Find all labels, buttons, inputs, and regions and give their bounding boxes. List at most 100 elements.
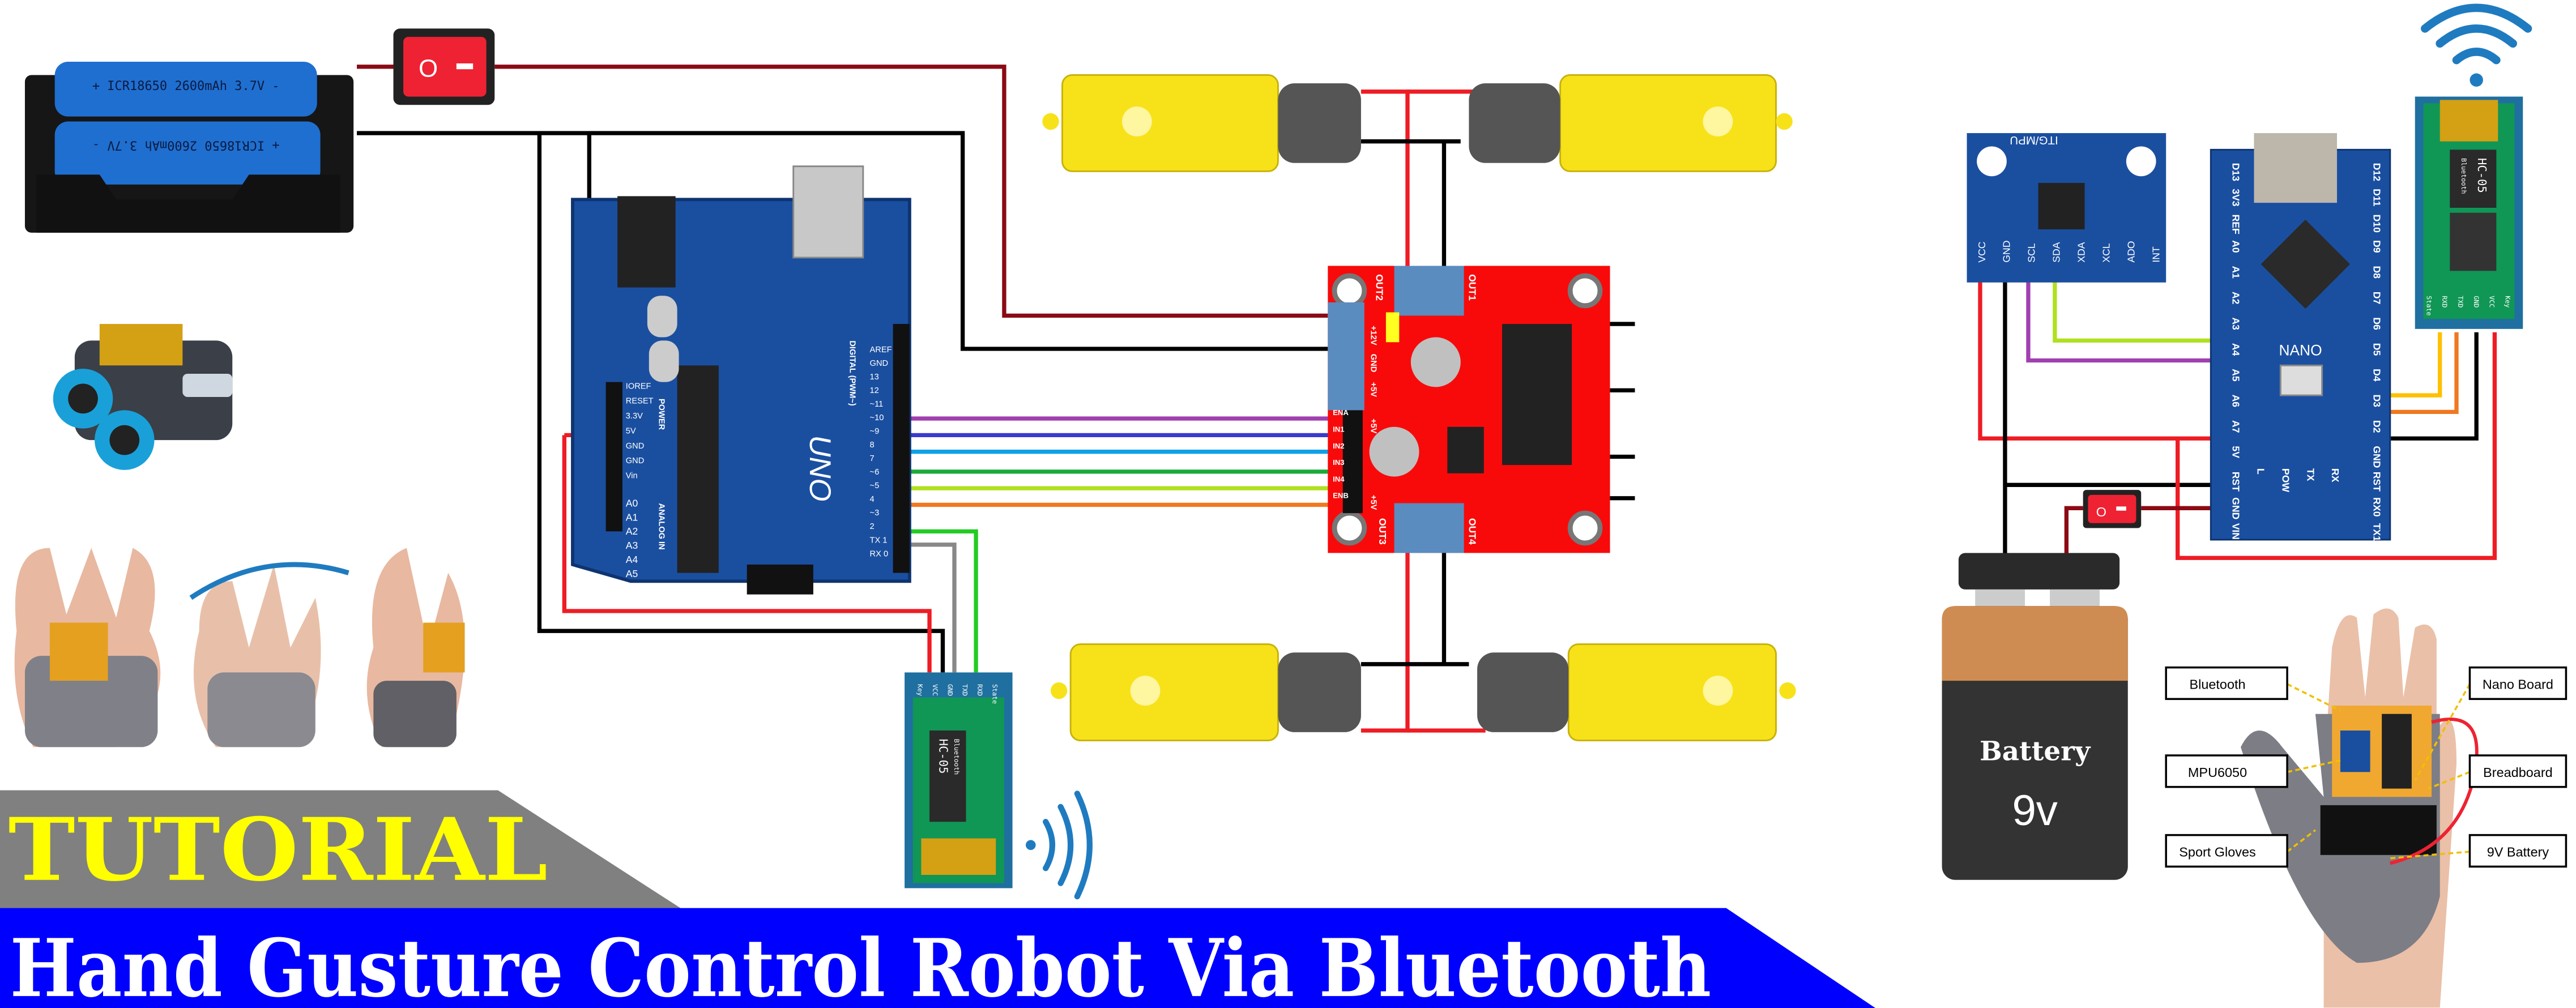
pin-label: A1 xyxy=(2230,266,2241,279)
pin-label: 2 xyxy=(870,522,875,531)
arduino-nano-board: NANO D133V3REFA0A1A2A3A4A5A6A75VRSTGNDVI… xyxy=(2210,133,2391,541)
pin-label: A5 xyxy=(2230,369,2241,382)
motor-top-right xyxy=(1469,74,1793,172)
pin-label: IOREF xyxy=(626,382,651,391)
pin-label: XCL xyxy=(2101,243,2112,262)
wire-tx-bt xyxy=(905,543,957,673)
hc05-left-sub: Bluetooth xyxy=(953,739,961,775)
hc05-right-sub: Bluetooth xyxy=(2460,158,2468,194)
pin-label: A2 xyxy=(2230,292,2241,305)
cell-bottom-label: + ICR18650 2600mAh 3.7V - xyxy=(92,138,280,152)
pin-label: VCC xyxy=(931,684,939,696)
pin-label: IN3 xyxy=(1333,458,1345,467)
glove-label-sport-gloves: Sport Gloves xyxy=(2165,834,2288,868)
glove-label-text: Nano Board xyxy=(2483,677,2553,692)
label-5v-c: +5V xyxy=(1369,495,1378,510)
wire-bt-gnd xyxy=(2365,332,2479,441)
pin-label: A3 xyxy=(2230,317,2241,330)
arduino-uno-board: UNO POWER ANALOG IN DIGITAL (PWM~) IOREF… xyxy=(571,165,911,595)
pin-label: A0 xyxy=(626,497,638,509)
uno-section-analog: ANALOG IN xyxy=(656,503,666,550)
nano-label: NANO xyxy=(2279,342,2322,359)
glove-label-9v-battery: 9V Battery xyxy=(2468,834,2568,868)
pin-label: TX xyxy=(2305,468,2316,481)
motor-top-left xyxy=(1042,74,1361,172)
label-out3: OUT3 xyxy=(1377,518,1388,545)
pin-label: A3 xyxy=(626,540,638,551)
glove-label-text: Breadboard xyxy=(2483,765,2553,780)
pin-label: ~10 xyxy=(870,413,884,422)
pin-label: Vin xyxy=(626,472,638,481)
label-gnd: GND xyxy=(1369,354,1378,373)
wire-gnd-uno xyxy=(537,133,945,673)
wire-battery-gnd xyxy=(357,131,1328,351)
pin-label: A5 xyxy=(626,568,638,579)
wifi-signal-icon xyxy=(2421,3,2532,87)
pin-label: SCL xyxy=(2026,243,2037,262)
pin-label: GND xyxy=(2472,296,2480,307)
pin-label: ~9 xyxy=(870,427,880,436)
label-5v: +5V xyxy=(1369,382,1378,398)
uno-label: UNO xyxy=(803,435,837,501)
tutorial-banner-bg xyxy=(0,790,681,908)
wire-bt-vcc xyxy=(2176,332,2497,560)
pin-label: A0 xyxy=(2230,240,2241,253)
motor-bottom-left xyxy=(1050,643,1361,742)
glove-label-text: 9V Battery xyxy=(2487,845,2549,860)
pin-label: GND xyxy=(870,359,889,368)
switch-right-off-symbol: O xyxy=(2096,505,2106,519)
pin-label: ~6 xyxy=(870,468,880,477)
page-title: Hand Gusture Control Robot Via Bluetooth xyxy=(10,922,1712,1008)
pin-label: ~11 xyxy=(870,400,884,409)
dc-jack xyxy=(617,196,676,288)
pin-label: VCC xyxy=(2488,296,2496,307)
pin-label: A2 xyxy=(626,526,638,537)
switch-right-on-symbol xyxy=(2116,506,2126,511)
title-banner-bg xyxy=(0,908,1875,1008)
pin-label: GND xyxy=(2371,446,2382,468)
pin-label: State xyxy=(991,684,999,704)
pin-label: TXD xyxy=(961,684,969,696)
pin-label: IN2 xyxy=(1333,442,1345,450)
l298n-motor-driver: OUT2 OUT1 +12V GND +5V +5V +5V OUT3 OUT4… xyxy=(1328,266,1610,553)
switch-off-symbol: O xyxy=(419,54,438,82)
pin-label: 4 xyxy=(870,495,875,504)
pin-label: State xyxy=(2425,296,2433,315)
pin-label: A4 xyxy=(626,554,638,565)
pin-label: L xyxy=(2255,468,2266,475)
pin-label: RXD xyxy=(976,684,984,696)
pin-label: IN1 xyxy=(1333,425,1345,434)
switch-on-symbol xyxy=(456,63,474,70)
robot-car-image xyxy=(53,324,233,470)
glove-label-bluetooth: Bluetooth xyxy=(2165,666,2288,701)
pin-label: ~5 xyxy=(870,481,880,490)
mpu-title: ITG/MPU xyxy=(2010,134,2058,147)
glove-label-text: Sport Gloves xyxy=(2179,845,2255,860)
pin-label: GND xyxy=(2001,241,2012,263)
wire-rx-bt xyxy=(905,529,978,673)
pin-label: SDA xyxy=(2051,242,2062,262)
wire-mpu-sda xyxy=(2053,274,2224,343)
pin-label: ENB xyxy=(1333,492,1349,500)
motor-bottom-right xyxy=(1477,643,1796,742)
mini-usb-port xyxy=(2254,133,2338,203)
cell-top-label: + ICR18650 2600mAh 3.7V - xyxy=(92,79,280,93)
power-switch[interactable]: O xyxy=(393,28,495,105)
wire-motor-tl-red xyxy=(1360,89,1410,266)
glove-label-breadboard: Breadboard xyxy=(2468,754,2568,788)
pin-label: Key xyxy=(2504,296,2511,307)
power-switch-right[interactable]: O xyxy=(2083,490,2142,528)
hc05-right-name: HC-05 xyxy=(2475,158,2489,193)
pin-label: A1 xyxy=(626,511,638,523)
wire-mpu-vcc xyxy=(1978,274,2224,441)
pin-label: 5V xyxy=(2230,446,2241,458)
pin-label: RST xyxy=(2371,472,2382,492)
pin-label: INT xyxy=(2150,246,2161,263)
reset-button[interactable] xyxy=(2279,364,2323,396)
label-out2: OUT2 xyxy=(1374,274,1385,301)
label-5v-b: +5V xyxy=(1369,418,1378,434)
bluetooth-signal-icon xyxy=(1025,791,1093,900)
wire-vcc-bt xyxy=(562,435,932,673)
